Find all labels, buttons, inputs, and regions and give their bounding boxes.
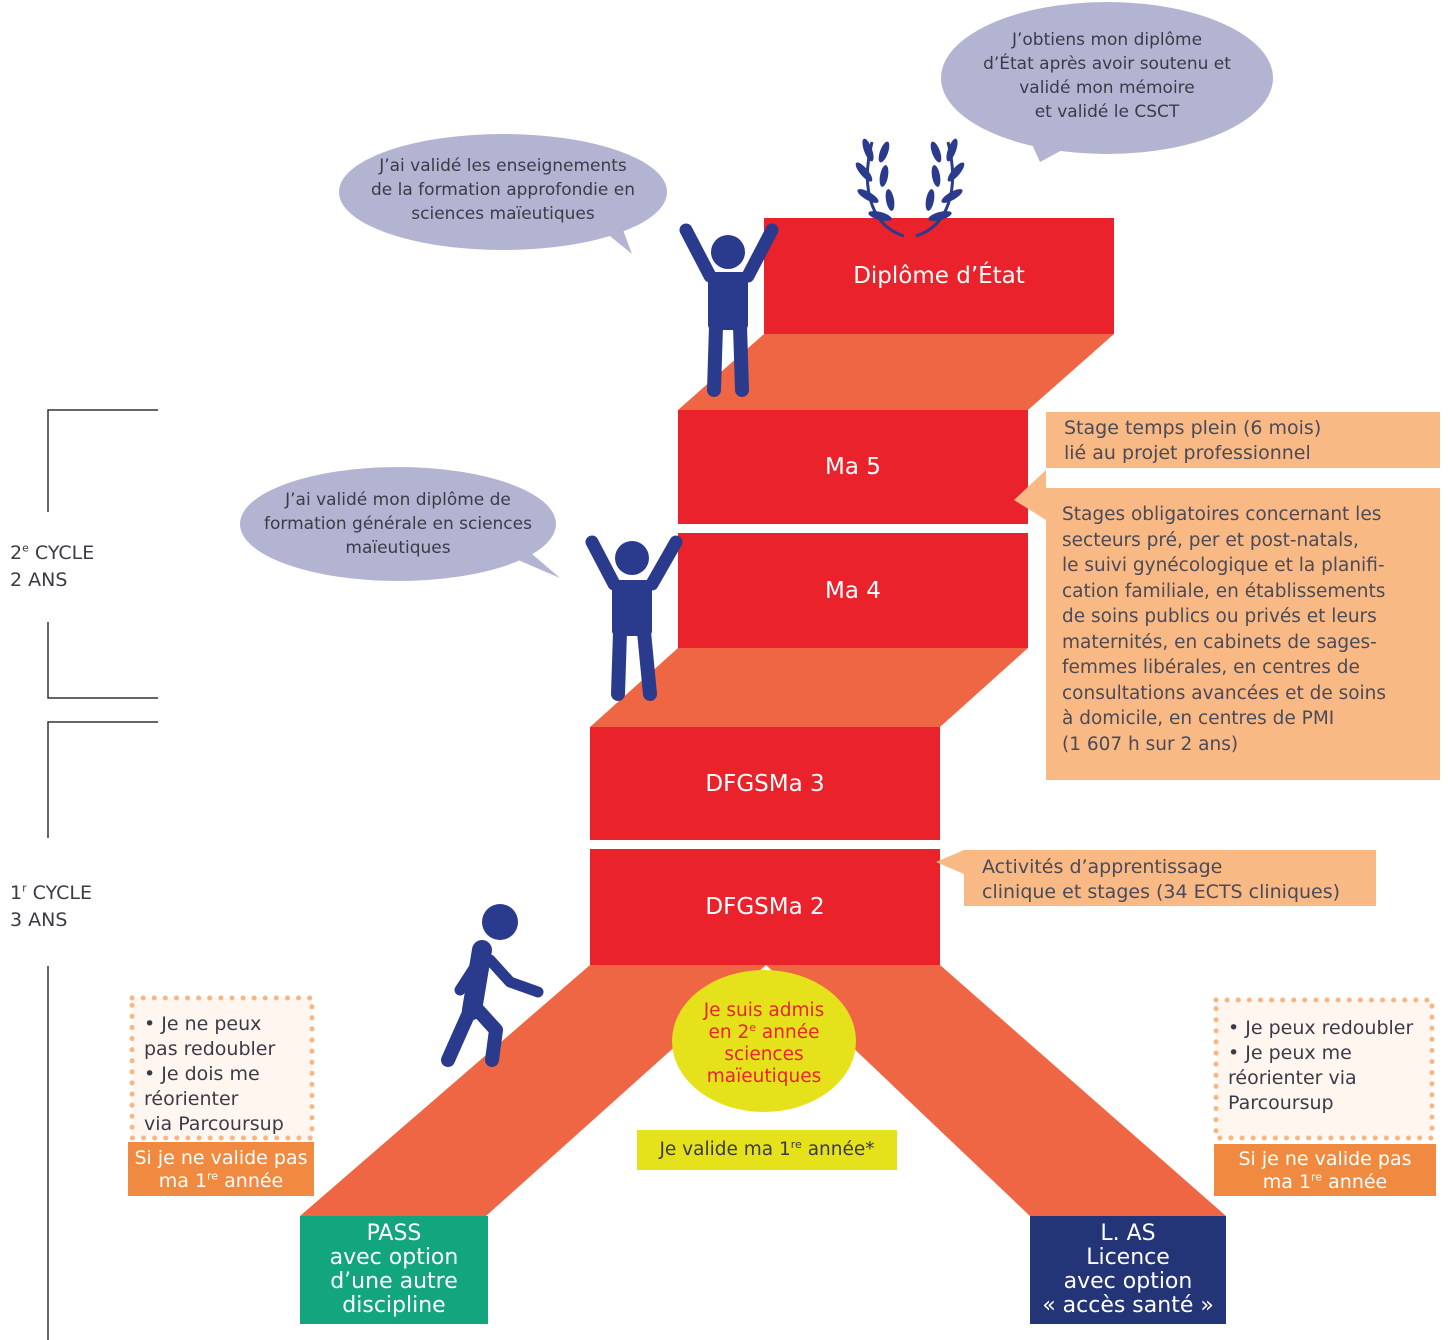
step-dfgsma2-label: DFGSMa 2 — [705, 894, 825, 920]
entry-las: L. AS Licence avec option « accès santé … — [1030, 1216, 1226, 1324]
step-ma5 — [678, 410, 1028, 524]
connector-diplome-ma5 — [678, 334, 1114, 410]
left-box-text: • Je ne peux pas redoubler • Je dois me … — [144, 1013, 284, 1135]
cycle2-bracket-top — [47, 409, 158, 512]
note-activites: Activités d’apprentissage clinique et st… — [964, 850, 1376, 906]
bubble-diplome-text: J’obtiens mon diplôme d’État après avoir… — [983, 30, 1231, 122]
person-cheering-icon — [585, 535, 683, 701]
bubble-approfondie-tail — [600, 222, 632, 254]
admis-text: Je suis admis en 2e année sciences maïeu… — [703, 1000, 825, 1087]
bubble-approfondie-shape — [339, 134, 667, 250]
right-dotted-box — [1213, 997, 1435, 1141]
step-dfgsma3-label: DFGSMa 3 — [705, 770, 825, 797]
person-walking-icon — [441, 904, 544, 1067]
cycle1-label: 1r CYCLE 3 ANS — [10, 881, 93, 931]
right-box-text: • Je peux redoubler • Je peux me réorien… — [1228, 1017, 1414, 1114]
note-arrow-activites — [936, 850, 964, 874]
entry-pass: PASS avec option d’une autre discipline — [300, 1216, 488, 1324]
bubble-generale-text: J’ai validé mon diplôme de formation gén… — [264, 490, 532, 558]
cycle2-label: 2e CYCLE 2 ANS — [10, 541, 95, 591]
cycle2-bracket-bottom — [47, 622, 158, 699]
bubble-generale-shape — [240, 467, 556, 581]
step-ma4 — [678, 533, 1028, 648]
step-diplome-label: Diplôme d’État — [853, 263, 1025, 289]
bubble-diplome-shape — [941, 2, 1273, 154]
valide-label: Je valide ma 1re année* — [637, 1130, 897, 1170]
laurel-wreath-icon — [855, 138, 965, 238]
step-dfgsma3 — [590, 727, 940, 840]
connector-ma4-dfgsma3 — [590, 648, 1028, 727]
bubble-approfondie-text: J’ai validé les enseignements de la form… — [370, 156, 635, 224]
cycle1-bracket-top — [47, 721, 158, 838]
bubble-generale-tail — [518, 554, 560, 578]
left-dotted-box — [129, 995, 315, 1141]
bubble-diplome-tail — [1030, 140, 1066, 162]
note-arrow-stages — [1014, 470, 1046, 520]
note-stage-plein: Stage temps plein (6 mois) lié au projet… — [1046, 412, 1440, 468]
step-dfgsma2 — [590, 849, 940, 965]
pass-branch — [300, 965, 766, 1216]
las-branch — [766, 965, 1226, 1216]
step-diplome — [764, 218, 1114, 334]
right-fail-label: Si je ne valide pas ma 1re année — [1214, 1144, 1436, 1196]
step-ma4-label: Ma 4 — [825, 577, 881, 604]
left-fail-label: Si je ne valide pas ma 1re année — [128, 1142, 314, 1196]
admis-ellipse — [672, 970, 856, 1112]
step-ma5-label: Ma 5 — [825, 454, 881, 480]
note-stages-obligatoires: Stages obligatoires concernant les secte… — [1046, 488, 1440, 780]
person-cheering-icon — [679, 223, 779, 397]
